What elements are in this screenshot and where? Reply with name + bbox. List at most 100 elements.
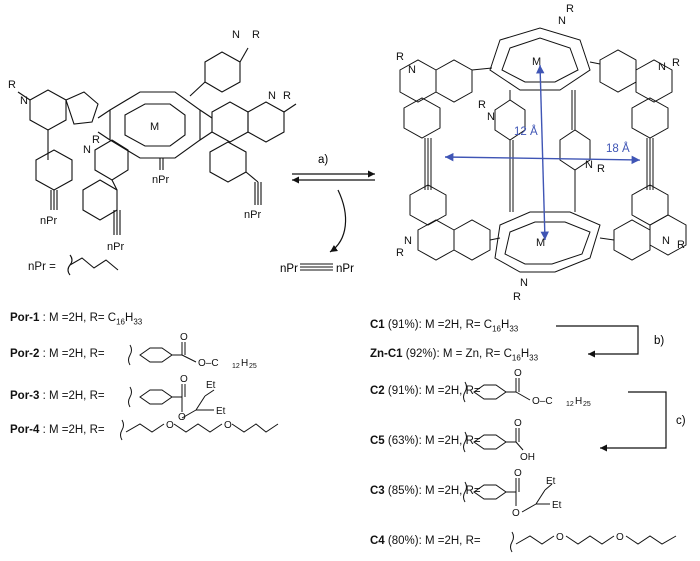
arrow-step-c [600,391,667,452]
step-a-label: a) [318,154,328,166]
c4-peg [515,535,555,545]
cage-R-ir: R [597,163,605,175]
svg-text:12: 12 [232,363,240,370]
equilibrium-arrows [292,170,375,253]
dimension-arrow-horizontal [444,152,641,165]
product-c4: C4 (80%): M =2H, R= [370,535,481,547]
svg-text:12: 12 [566,401,574,408]
atom-N-bottom: N [83,144,91,156]
product-c2: C2 (91%): M =2H, R= [370,385,481,397]
byproduct: nPr nPr [280,263,354,275]
substituent-drawings-left [120,342,677,553]
por3-O-carbonyl: O [180,374,188,385]
svg-text:25: 25 [583,401,591,408]
cage-N-top: N [558,15,566,27]
cage-R-tr: R [672,57,680,69]
npr-label-2: nPr [244,209,261,221]
product-c3: C3 (85%): M =2H, R= [370,485,481,497]
por3-O-ester: O [178,412,186,423]
svg-text:nPr: nPr [336,263,354,275]
carbazole-right [211,101,249,143]
cage-R-bl: R [396,247,404,259]
cage-carbazole-tr [599,49,637,93]
npr-def-label: nPr = [28,261,56,273]
c4-O-2: O [616,532,624,543]
npr-label-1: nPr [40,215,57,227]
c3-Et-2: Et [552,500,562,511]
c3-O-ester: O [512,508,520,519]
carbazole-bottom [94,139,129,181]
precursor-por2: Por-2 : M =2H, R= [10,348,105,360]
npr-label-3: nPr [107,241,124,253]
c2-ester: O–C [532,396,553,407]
por3-Et-2: Et [216,406,226,417]
atom-N-top: N [232,29,240,41]
npr-zigzag [69,257,119,271]
svg-text:25: 25 [249,363,257,370]
cage-N-tl: N [408,64,416,76]
cage-N-br: N [662,235,670,247]
por3-benzene [139,389,173,405]
c5-O-carbonyl: O [514,418,522,429]
cage-structure [399,27,687,273]
svg-text:H: H [575,396,582,407]
product-c1: C1 (91%): M =2H, R= C16H33 [370,319,519,334]
por2-ester: O–C [198,358,219,369]
cage-M-top: M [532,56,541,68]
atom-N-left: N [20,95,28,107]
precursor-por3: Por-3 : M =2H, R= [10,390,105,402]
por2-benzene [139,347,173,363]
pyridyl-ring-top [204,51,241,93]
por4-peg [125,423,165,433]
npr-label-4: nPr [152,174,169,186]
step-b-label: b) [654,335,664,347]
cage-carbazole-tl [399,59,437,103]
dimension-12A: 12 Å [514,125,538,138]
cage-N-bl: N [404,235,412,247]
cage-carbazole-br [631,184,669,226]
cage-dimensions [444,64,641,241]
cage-R-br: R [677,239,685,251]
cage-N-il: N [487,111,495,123]
precursor-por1: Por-1 : M =2H, R= C16H33 [10,312,143,327]
atom-R-top: R [252,29,260,41]
c4-O-1: O [556,532,564,543]
cage-R-tl: R [396,51,404,63]
cage-R-il: R [478,99,486,111]
carbazole-left [29,89,67,131]
arrow-step-b [556,325,639,358]
step-c-label: c) [676,415,686,427]
atom-R-bottom: R [92,134,100,146]
product-c5: C5 (63%): M =2H, R= [370,435,481,447]
por3-Et-1: Et [206,380,216,391]
atom-M-left: M [150,121,159,133]
c3-O-carbonyl: O [514,468,522,479]
atom-R-left: R [8,79,16,91]
dimension-18A: 18 Å [606,142,630,155]
cage-R-top: R [566,3,574,15]
dimension-arrow-vertical [536,64,549,241]
cage-R-bottom: R [513,291,521,303]
precursor-por4: Por-4 : M =2H, R= [10,424,105,436]
c5-OH: OH [520,452,535,463]
cage-carbazole-bl [409,184,447,226]
atom-N-right: N [268,90,276,102]
por4-O-2: O [224,420,232,431]
c3-Et-1: Et [546,476,556,487]
cage-N-tr: N [658,61,666,73]
precursor-structure [17,47,297,276]
cage-N-ir: N [585,159,593,171]
por2-O-carbonyl: O [180,332,188,343]
cage-M-bottom: M [536,237,545,249]
cage-porphyrin-bottom [494,211,601,273]
cage-N-bottom: N [520,277,528,289]
c2-O-carbonyl: O [514,368,522,379]
cage-porphyrin-top [489,27,591,91]
product-zn-c1: Zn-C1 (92%): M = Zn, R= C16H33 [370,348,539,363]
svg-text:nPr: nPr [280,263,298,275]
por4-O-1: O [166,420,174,431]
svg-text:H: H [241,358,248,369]
atom-R-right: R [283,90,291,102]
step-arrows [556,325,667,452]
